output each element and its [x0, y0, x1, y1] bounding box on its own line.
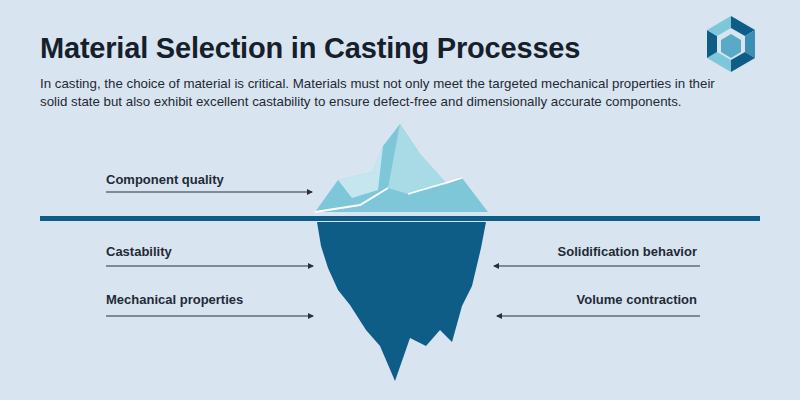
leader-arrow	[106, 316, 313, 317]
water-line	[40, 216, 760, 221]
iceberg-tip	[315, 124, 488, 212]
leader-arrow	[106, 266, 313, 267]
callout-label: Component quality	[106, 171, 224, 189]
diagram-caption: In casting, the choice of material is cr…	[40, 75, 740, 111]
iceberg-facet	[338, 146, 383, 198]
callout-label: Solidification behavior	[558, 243, 697, 261]
leader-arrow	[494, 266, 700, 267]
callout-label: Mechanical properties	[106, 291, 243, 309]
logo-facet	[707, 16, 731, 36]
logo-core	[721, 34, 741, 58]
callout-label: Castability	[106, 243, 172, 261]
iceberg-edge	[408, 178, 462, 194]
iceberg-facet	[388, 124, 447, 194]
logo	[707, 16, 755, 72]
leader-arrow	[497, 316, 700, 317]
callout-label: Volume contraction	[577, 291, 697, 309]
leader-arrow	[106, 192, 312, 193]
iceberg-body	[317, 222, 486, 381]
iceberg-edge	[315, 188, 388, 212]
diagram-title: Material Selection in Casting Processes	[40, 30, 580, 66]
